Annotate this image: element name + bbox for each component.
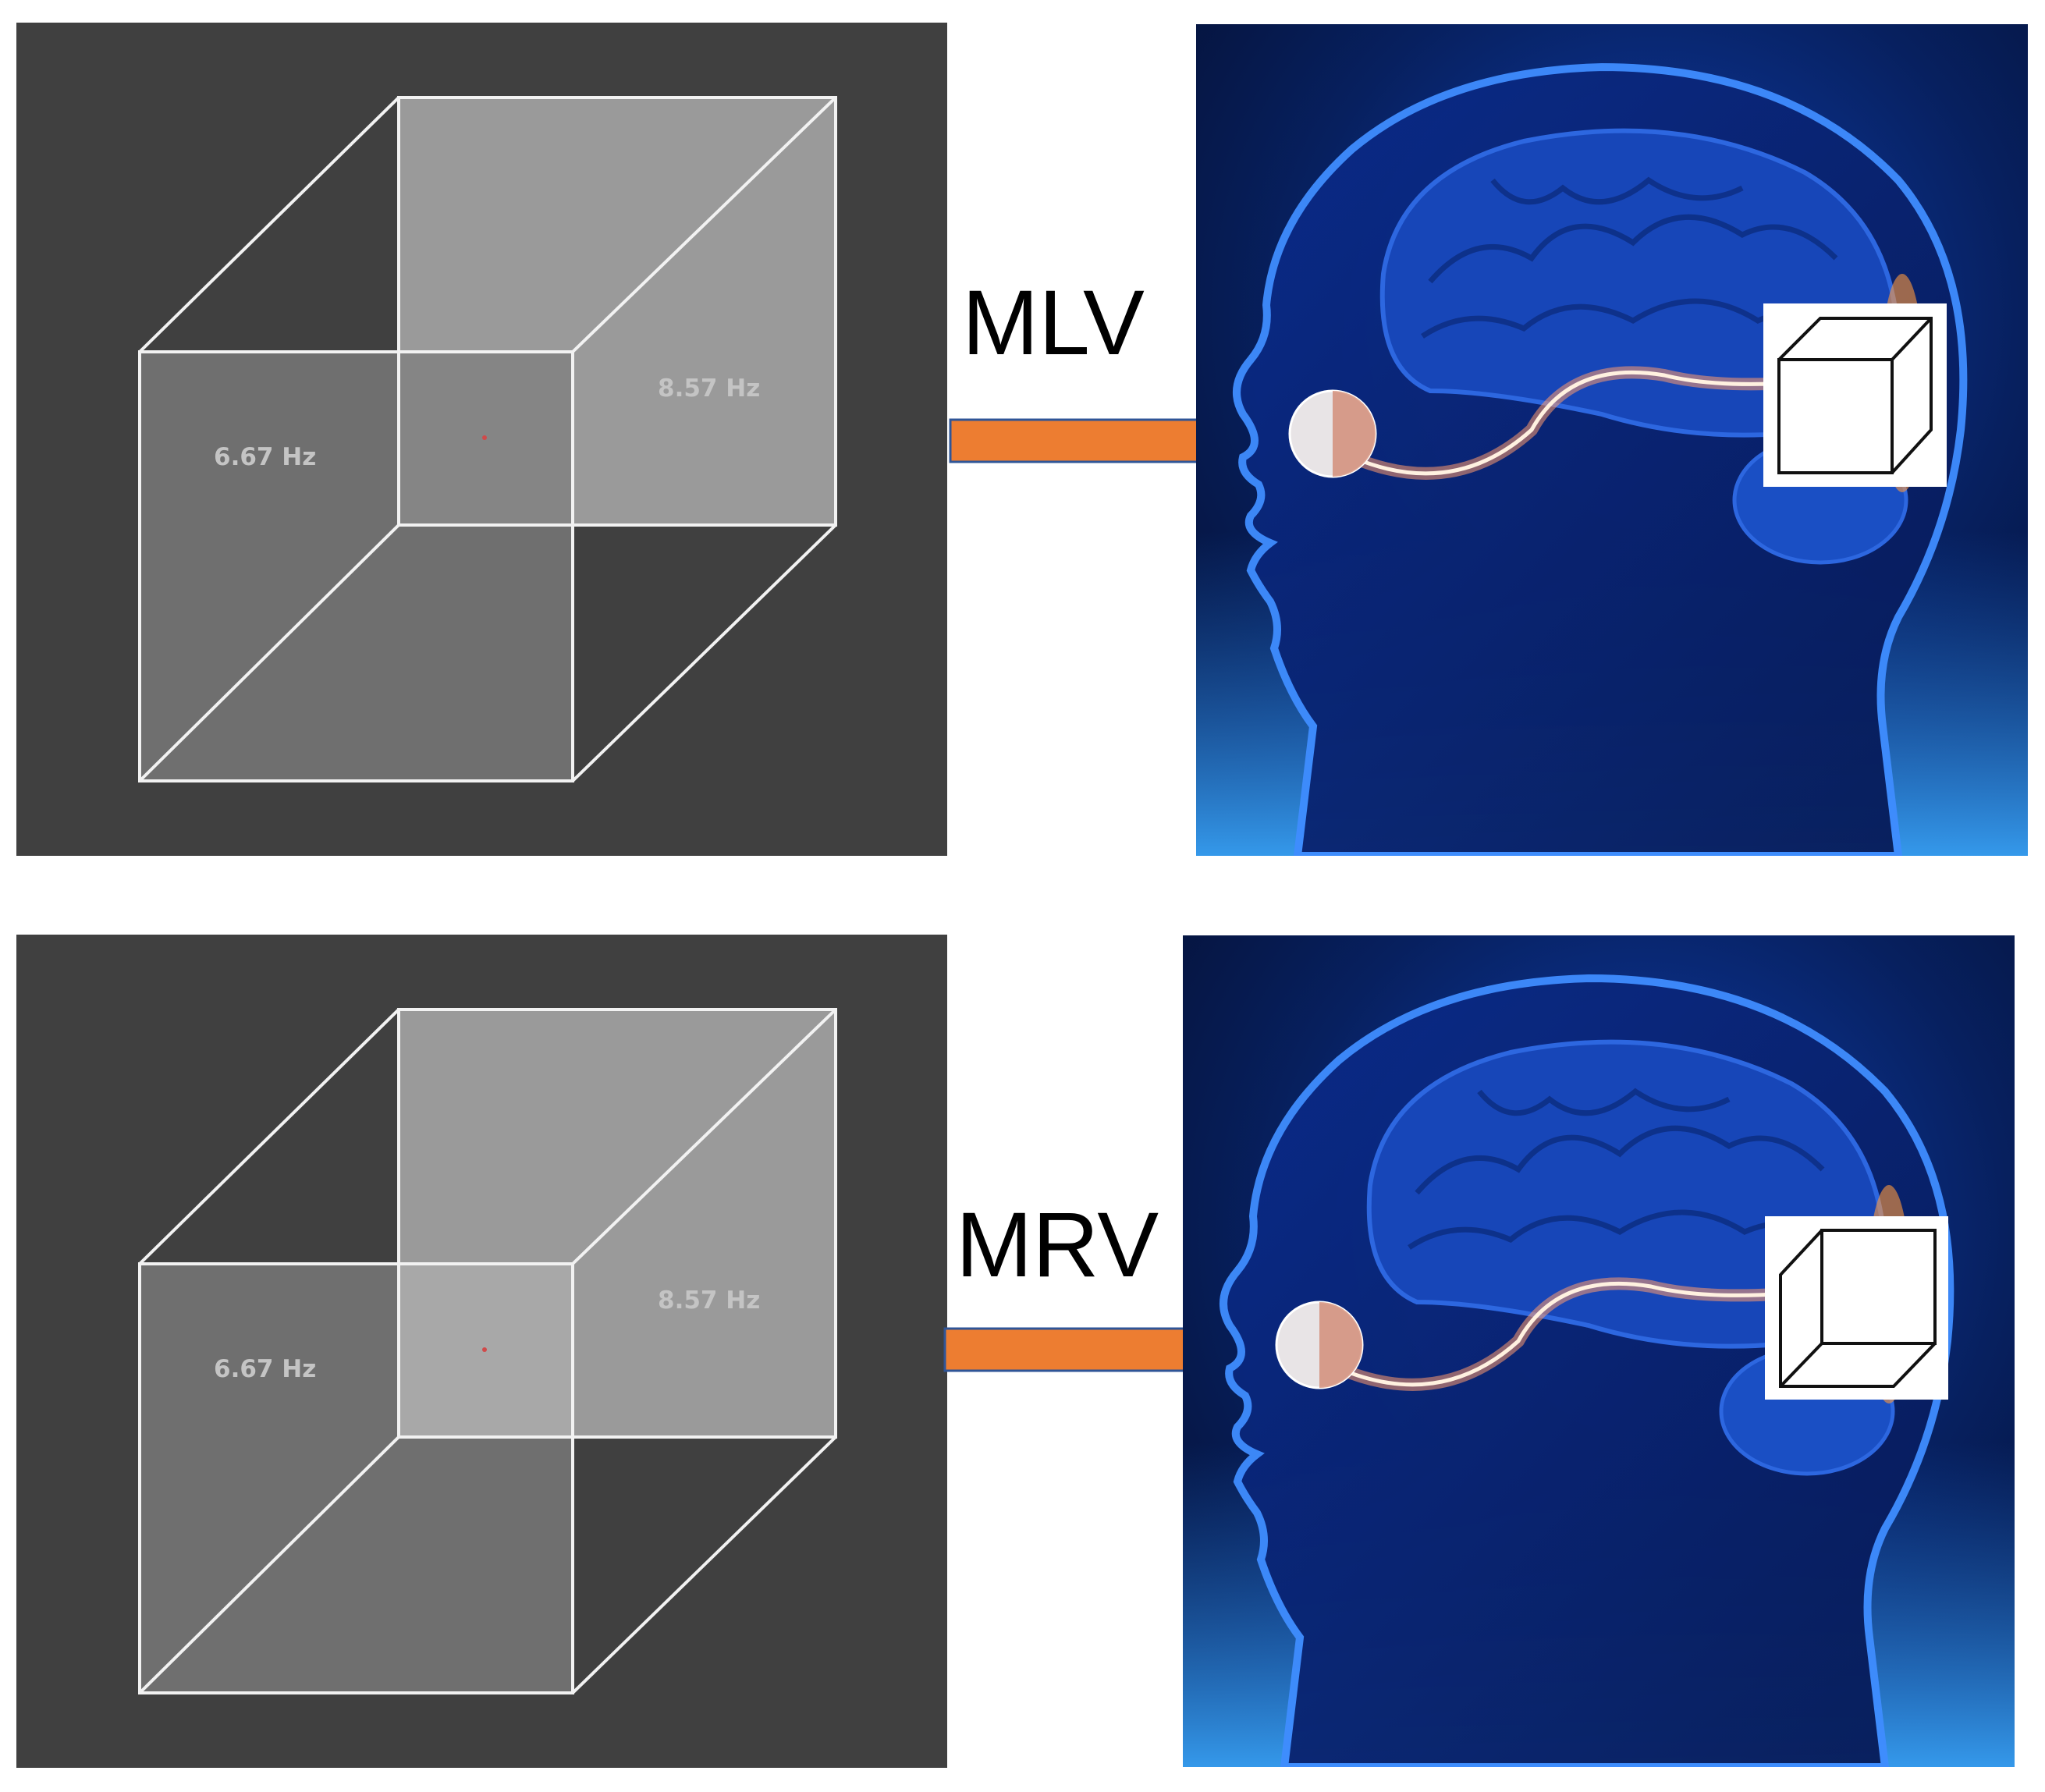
brain-head-icon: [1196, 24, 2028, 856]
condition-label-mrv: MRV: [956, 1194, 1159, 1297]
stimulus-panel-bottom: 6.67 Hz 8.57 Hz: [16, 935, 947, 1768]
necker-cube-stimulus: [138, 1008, 837, 1694]
left-face-frequency: 6.67 Hz: [214, 443, 317, 471]
head-illustration-bottom: [1183, 935, 2015, 1767]
left-face-frequency: 6.67 Hz: [214, 1355, 317, 1383]
right-face-frequency: 8.57 Hz: [658, 374, 761, 403]
cube-edges: [138, 96, 837, 782]
cube-edges: [138, 1008, 837, 1694]
right-face-frequency: 8.57 Hz: [658, 1286, 761, 1315]
brain-head-icon: [1183, 935, 2015, 1767]
cube-viewed-from-below-icon: [1779, 1229, 1937, 1388]
condition-label-mlv: MLV: [962, 271, 1145, 374]
head-illustration-top: [1196, 24, 2028, 856]
stimulus-panel-top: 6.67 Hz 8.57 Hz: [16, 23, 947, 856]
cube-viewed-from-above-icon: [1777, 317, 1933, 474]
fixation-dot: [482, 435, 487, 440]
fixation-dot: [482, 1347, 487, 1352]
necker-cube-stimulus: [138, 96, 837, 782]
